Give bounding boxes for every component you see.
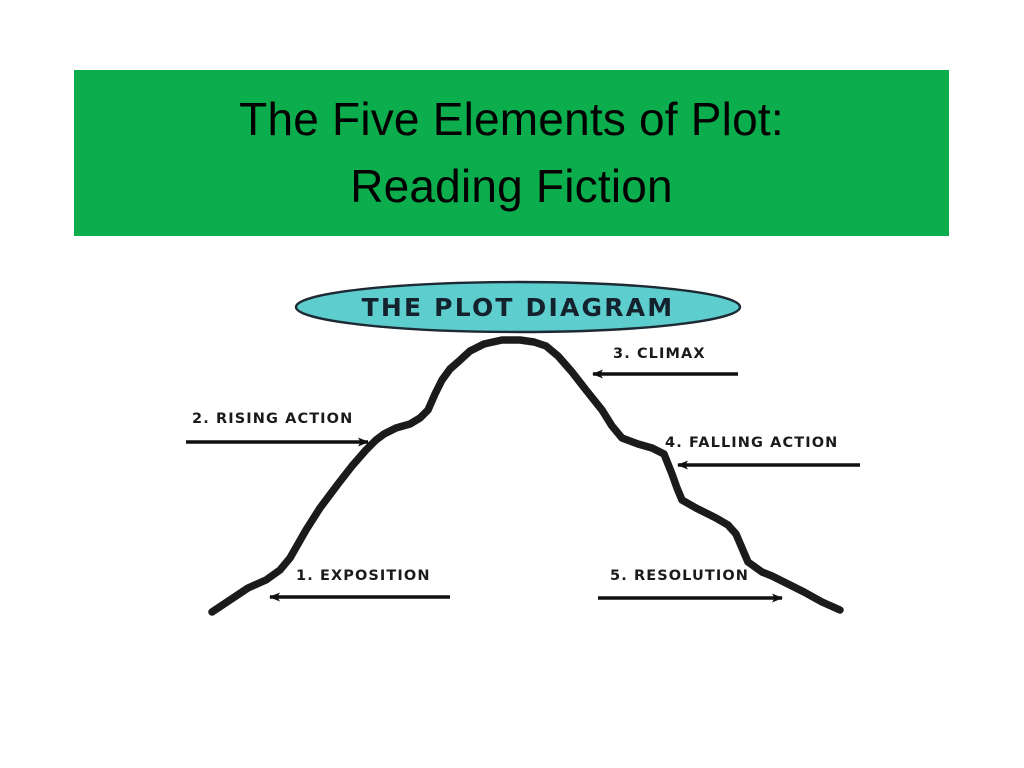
plot-diagram-title-oval: THE PLOT DIAGRAM bbox=[294, 280, 742, 334]
slide-title-banner: The Five Elements of Plot: Reading Ficti… bbox=[74, 70, 949, 236]
oval-shape bbox=[294, 280, 742, 334]
plot-diagram-figure: THE PLOT DIAGRAM 1. EXPOSITION 2. RISING… bbox=[170, 262, 870, 632]
stage-resolution: 5. RESOLUTION bbox=[598, 568, 783, 603]
stage-falling-action: 4. FALLING ACTION bbox=[665, 435, 860, 470]
stage-climax: 3. CLIMAX bbox=[592, 346, 738, 379]
stage-rising-action-label: 2. RISING ACTION bbox=[192, 411, 353, 427]
page-title-line-2: Reading Fiction bbox=[350, 160, 673, 212]
stage-rising-action: 2. RISING ACTION bbox=[186, 411, 369, 447]
stage-climax-label: 3. CLIMAX bbox=[613, 346, 706, 362]
page-title-line-1: The Five Elements of Plot: bbox=[239, 93, 784, 146]
stage-exposition-label: 1. EXPOSITION bbox=[296, 568, 431, 584]
stage-resolution-label: 5. RESOLUTION bbox=[610, 568, 749, 584]
stage-exposition: 1. EXPOSITION bbox=[269, 568, 450, 602]
plot-arc-line bbox=[208, 336, 844, 616]
oval-label: THE PLOT DIAGRAM bbox=[362, 293, 675, 322]
stage-falling-action-label: 4. FALLING ACTION bbox=[665, 435, 838, 451]
